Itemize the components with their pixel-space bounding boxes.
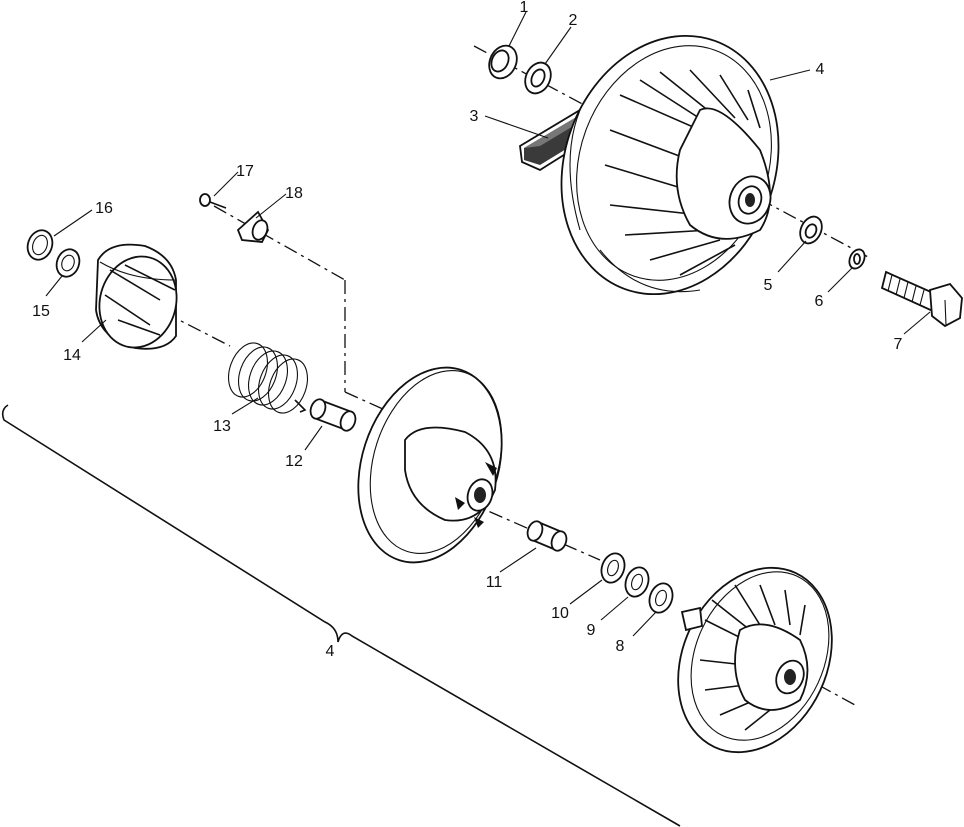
part-6-lock-washer: [848, 248, 866, 270]
callout-3: 3: [470, 108, 479, 125]
part-12-bushing: [309, 398, 357, 432]
callout-labels: 1 2 3 4 5 6 7 8 9 10 11 12 13 14 15 16 1…: [32, 0, 902, 660]
callout-12: 12: [285, 453, 303, 470]
part-15-washer: [55, 248, 81, 278]
part-17-screw: [199, 193, 227, 209]
callout-18: 18: [285, 185, 303, 202]
part-10-washer: [600, 552, 626, 584]
assembly-bracket: [1, 404, 681, 827]
movable-sheave: [357, 366, 503, 564]
callout-15: 15: [32, 303, 50, 320]
part-5-washer: [799, 215, 823, 245]
callout-5: 5: [764, 277, 773, 294]
callout-4-upper: 4: [816, 61, 825, 78]
part-11-bushing: [526, 520, 568, 552]
part-18-button: [236, 210, 270, 243]
callout-14: 14: [63, 347, 81, 364]
callout-7: 7: [894, 336, 903, 353]
stationary-sheave: [677, 566, 833, 754]
part-1-bushing: [488, 44, 518, 80]
callout-16: 16: [95, 200, 113, 217]
leader-lines: [45, 11, 931, 637]
callout-8: 8: [616, 638, 625, 655]
part-8-washer: [648, 582, 674, 614]
part-16-snap-ring: [26, 229, 54, 261]
part-9-washer: [624, 566, 650, 598]
part-7-bolt: [880, 270, 963, 328]
part-2-washer: [524, 61, 552, 95]
part-4-sheave-upper: [560, 34, 780, 296]
callout-9: 9: [587, 622, 596, 639]
callout-2: 2: [569, 12, 578, 29]
callout-4-assembly: 4: [326, 643, 335, 660]
callout-1: 1: [520, 0, 529, 16]
callout-17: 17: [236, 163, 254, 180]
part-13-spring: [228, 342, 308, 414]
callout-11: 11: [486, 574, 503, 591]
callout-6: 6: [815, 293, 824, 310]
part-14-cam: [95, 243, 178, 350]
callout-13: 13: [213, 418, 231, 435]
callout-10: 10: [551, 605, 569, 622]
